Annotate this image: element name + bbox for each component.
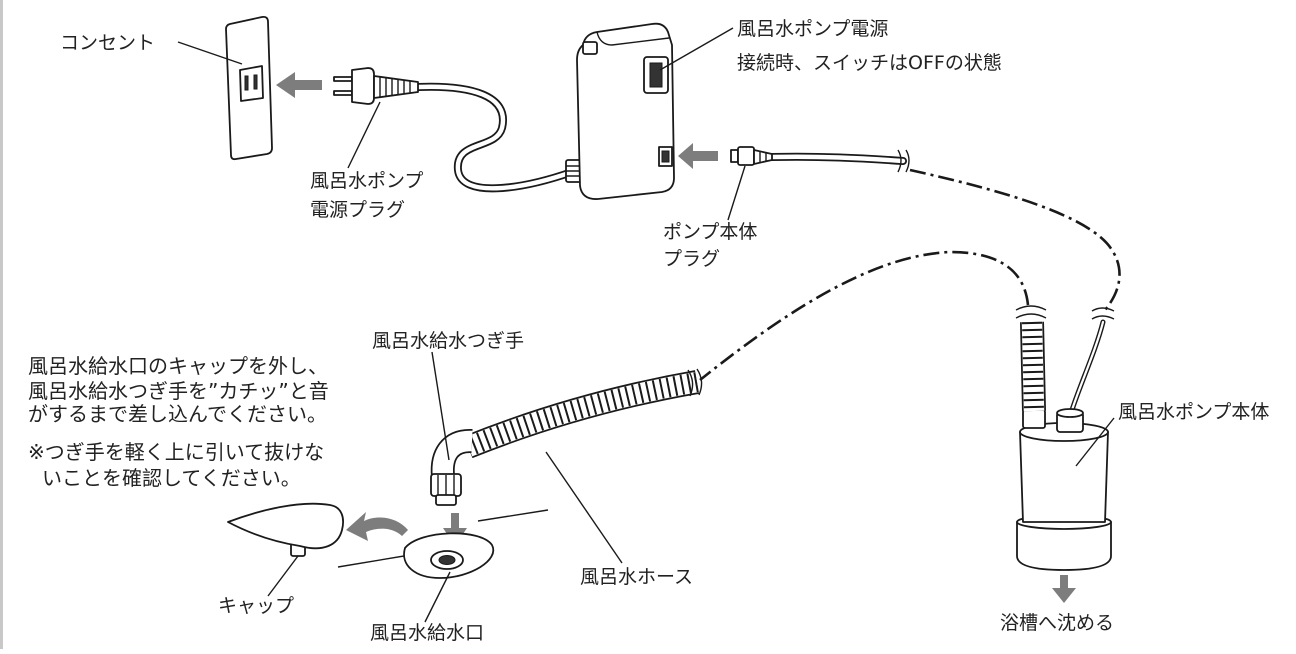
cap-plate xyxy=(227,502,344,550)
cap-leader-line xyxy=(267,555,299,597)
pump-plug-strain-relief xyxy=(753,149,773,165)
inlet-hole xyxy=(438,555,456,565)
inlet-label: 風呂水給水口 xyxy=(370,622,484,644)
instruction-line-3: がするまで差し込んでください。 xyxy=(28,402,327,426)
power-plug-leader-line xyxy=(347,101,381,169)
hose-break-mark-pump xyxy=(1015,305,1047,319)
wall-outlet-drawing xyxy=(225,15,273,161)
hose-corrugated-left xyxy=(463,370,700,459)
plug-body xyxy=(351,67,375,105)
insert-joint-arrow xyxy=(443,513,467,546)
joint-tip xyxy=(435,494,457,506)
note-line-2: いことを確認してください。 xyxy=(42,466,301,490)
pump-plug-label-line1: ポンプ本体 xyxy=(663,221,757,243)
cap-label: キャップ xyxy=(218,595,294,617)
power-plug-drawing xyxy=(333,67,419,105)
joint-drawing xyxy=(430,429,473,506)
power-plug-label-line1: 風呂水ポンプ xyxy=(310,170,423,192)
instruction-line-1: 風呂水給水口のキャップを外し、 xyxy=(28,354,328,378)
inlet-leader-line xyxy=(424,571,451,623)
outlet-slot-left xyxy=(244,75,249,91)
insert-plug-arrow xyxy=(276,72,322,98)
pump-cord-lower-inner xyxy=(1070,320,1105,412)
power-supply-drawing xyxy=(565,22,675,200)
pump-plug-drawing xyxy=(730,146,773,166)
plug-prong-top xyxy=(333,76,353,82)
joint-nut-ridges xyxy=(437,475,455,495)
pump-body-drawing xyxy=(1016,408,1112,571)
hose-label: 風呂水ホース xyxy=(580,566,693,588)
hose-corrugated-pump xyxy=(1020,321,1046,412)
pump-cord-inner xyxy=(769,154,906,164)
pump-plug-socket-hole xyxy=(661,150,670,163)
elbow-inner xyxy=(432,430,473,477)
pump-plug-ribs xyxy=(759,152,767,162)
pump-base xyxy=(1016,521,1112,571)
pump-hose-connector xyxy=(1022,409,1046,429)
hose-break-mark-left xyxy=(687,368,703,397)
insert-pump-plug-arrow xyxy=(678,143,718,169)
pump-body-leader-line xyxy=(1075,417,1115,467)
hose-continuation xyxy=(699,250,1030,382)
pump-cord-break-mark xyxy=(897,149,910,173)
pump-cylinder xyxy=(1019,431,1109,523)
remove-cap-arrow xyxy=(346,512,408,541)
power-supply-leader-line xyxy=(659,27,734,71)
submerge-label: 浴槽へ沈める xyxy=(1000,612,1114,634)
pump-cord-continuation xyxy=(909,168,1121,311)
pump-plug-body xyxy=(737,146,755,166)
power-supply-top-nub xyxy=(582,41,598,55)
plug-strain-ribs xyxy=(379,77,411,97)
floor-edge-right xyxy=(477,509,549,522)
pump-cord-break-mark-lower xyxy=(1091,307,1115,320)
instruction-line-2: 風呂水給水つぎ手を”カチッ”と音 xyxy=(28,379,329,403)
floor-edge-left xyxy=(337,554,411,568)
power-cord xyxy=(414,82,576,193)
power-plug-label-line2: 電源プラグ xyxy=(310,199,405,221)
hose-pump-inner xyxy=(1021,321,1045,412)
hose-left-ribs xyxy=(464,372,699,457)
outlet-slot-right xyxy=(253,74,258,90)
joint-leader-line xyxy=(431,351,450,461)
pump-body-label: 風呂水ポンプ本体 xyxy=(1118,401,1269,423)
power-switch-rocker xyxy=(649,62,663,88)
pump-plug-leader-line xyxy=(727,165,746,221)
pump-plug-tip xyxy=(730,149,739,163)
plug-prong-bottom xyxy=(333,90,353,96)
hose-leader-line xyxy=(545,451,623,564)
outlet-receptacle xyxy=(239,65,264,102)
inlet-drawing xyxy=(337,509,549,579)
page-edge xyxy=(0,0,3,649)
pump-plug-label-line2: プラグ xyxy=(663,248,720,270)
pump-cord xyxy=(768,149,1121,413)
pump-cord-cap-top xyxy=(1056,408,1084,418)
power-supply-top-edge xyxy=(596,31,670,46)
power-supply-label: 風呂水ポンプ電源 xyxy=(737,18,888,40)
power-cord-inner xyxy=(415,84,575,191)
outlet-label: コンセント xyxy=(60,32,155,54)
switch-note-label: 接続時、スイッチはOFFの状態 xyxy=(737,52,1002,74)
submerge-arrow xyxy=(1052,575,1076,603)
note-line-1: ※つぎ手を軽く上に引いて抜けな xyxy=(28,440,324,464)
cap-drawing xyxy=(227,502,344,557)
instruction-text: 風呂水給水口のキャップを外し、 風呂水給水つぎ手を”カチッ”と音 がするまで差し… xyxy=(28,354,329,490)
hose-pump-ribs xyxy=(1022,321,1044,412)
joint-label: 風呂水給水つぎ手 xyxy=(372,330,524,352)
outlet-leader-line xyxy=(177,41,243,65)
